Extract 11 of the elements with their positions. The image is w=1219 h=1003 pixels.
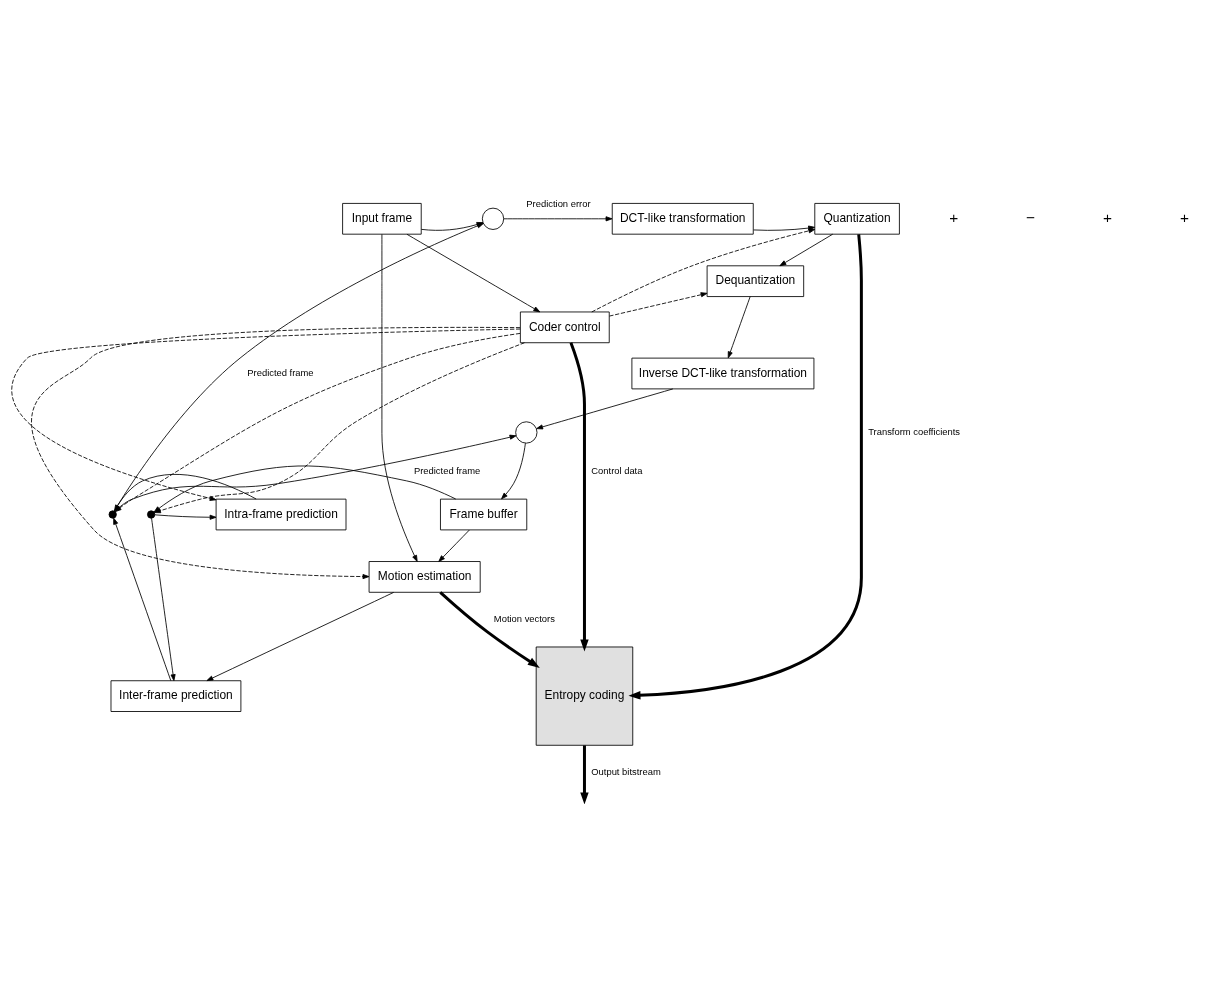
edge-label: Output bitstream xyxy=(591,765,661,777)
edge-label: Transform coefficients xyxy=(868,425,961,437)
label: − xyxy=(1026,208,1036,226)
label: + xyxy=(1103,208,1112,226)
edge-label: Predicted frame xyxy=(247,366,314,378)
edge-label: Predicted frame xyxy=(413,464,481,476)
edge-label: Prediction error xyxy=(526,197,591,209)
edge-label: Motion vectors xyxy=(493,612,555,624)
label: + xyxy=(949,208,959,226)
edge-label: Control data xyxy=(591,464,643,476)
label: + xyxy=(1179,208,1189,226)
